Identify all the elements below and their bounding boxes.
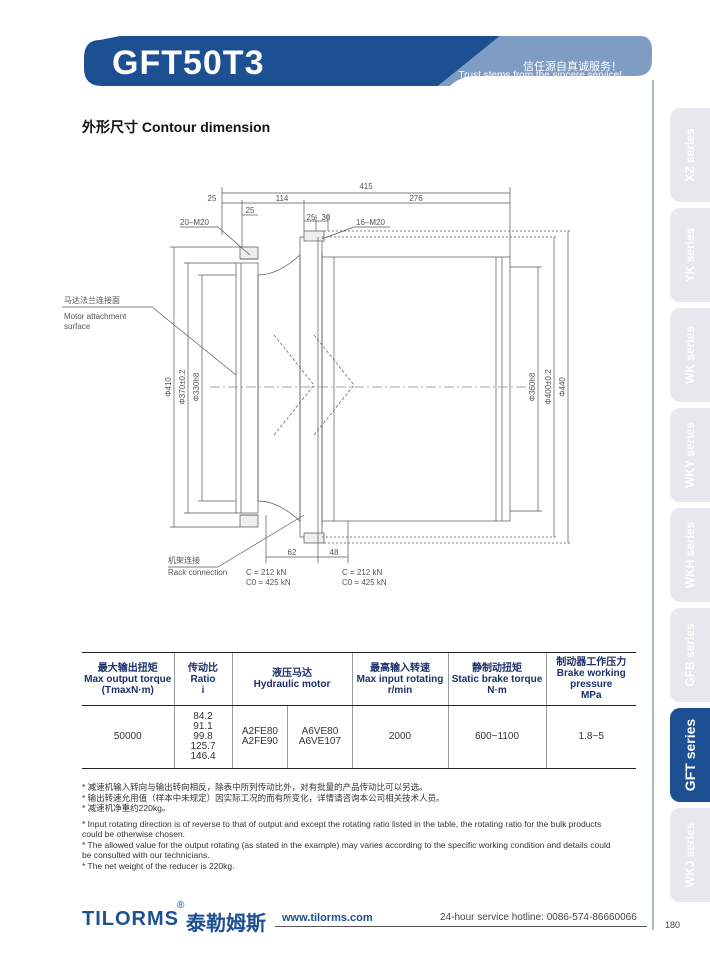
- label-motor-surface-en-1: Motor attachment: [64, 312, 127, 321]
- tab-yk-series[interactable]: YK series: [670, 208, 710, 302]
- header-banner: [84, 36, 652, 86]
- dim-25-rack: 25: [307, 213, 316, 222]
- cell-brake-torque: 600~1100: [447, 705, 546, 769]
- tab-gfb-series[interactable]: GFB series: [670, 608, 710, 702]
- tab-xz-series[interactable]: XZ series: [670, 108, 710, 202]
- website-link[interactable]: www.tilorms.com: [282, 912, 373, 924]
- cell-pressure: 1.8~5: [545, 705, 636, 769]
- dia-400: Φ400±0.2: [544, 369, 553, 405]
- registered-mark: ®: [177, 900, 185, 911]
- label-rack-en: Rack connection: [168, 568, 227, 577]
- note-cn-1: * 减速机输入转向与输出转向相反，除表中所列传动比外，对有批量的产品传动比可以另…: [82, 782, 428, 792]
- notes: * 减速机输入转向与输出转向相反，除表中所列传动比外，对有批量的产品传动比可以另…: [82, 782, 622, 871]
- note-en-5: * The net weight of the reducer is 220kg…: [82, 860, 235, 871]
- cell-speed: 2000: [351, 705, 448, 769]
- dim-114: 114: [276, 194, 289, 203]
- note-en-4: be consulted with our technicians.: [82, 850, 210, 860]
- brand-logo: TILORMS: [82, 908, 179, 930]
- note-cn-2: * 输出转速允用值（样本中未规定）因实际工况的而有所变化，详情请咨询本公司相关技…: [82, 792, 445, 803]
- load-c0-right: C0 = 425 kN: [342, 578, 387, 587]
- header-hydraulic-motor: 液压马达 Hydraulic motor: [231, 652, 352, 706]
- header-static-brake-torque: 静制动扭矩 Static brake torque N·m: [447, 652, 546, 706]
- label-rack-cn: 机架连接: [168, 555, 200, 565]
- tab-gft-series[interactable]: GFT series: [670, 708, 710, 802]
- slogan-chinese: 信任源自真诚服务！: [523, 61, 622, 73]
- page-number: 180: [665, 920, 681, 930]
- header-brake-pressure: 制动器工作压力 Brake working pressure MPa: [545, 652, 636, 706]
- dim-276: 276: [409, 194, 423, 203]
- contour-drawing: 415 25 114 276 25 25 30 20–M20 16–M20 马达…: [60, 175, 620, 595]
- cell-motor-a: A2FE80 A2FE90: [231, 705, 288, 769]
- dim-25-flange: 25: [246, 206, 255, 215]
- dia-410: Φ410: [164, 377, 173, 397]
- footer-divider: [275, 926, 647, 927]
- note-en-1: * Input rotating direction is of reverse…: [82, 818, 602, 829]
- spec-table: 最大输出扭矩 Max output torque (TmaxN·m) 传动比 R…: [82, 652, 636, 769]
- dim-total-length: 415: [359, 182, 373, 191]
- dim-25-left: 25: [208, 194, 217, 203]
- note-cn-3: * 减速机净重约220kg。: [82, 803, 171, 813]
- brand-logo-cn: 泰勒姆斯: [186, 913, 266, 935]
- page-header: GFT50T3 信任源自真诚服务！ Trust stems from the s…: [0, 0, 710, 100]
- dim-48: 48: [330, 548, 339, 557]
- note-en-3: * The allowed value for the output rotat…: [82, 839, 611, 850]
- load-c0-left: C0 = 425 kN: [246, 578, 291, 587]
- cell-torque: 50000: [82, 705, 174, 769]
- label-motor-surface-cn: 马达法兰连接面: [64, 295, 120, 305]
- dia-360: Φ360h8: [528, 372, 537, 401]
- dia-370: Φ370±0.2: [178, 369, 187, 405]
- label-20-m20: 20–M20: [180, 218, 209, 227]
- cell-motor-b: A6VE80 A6VE107: [287, 705, 352, 769]
- header-ratio: 传动比 Ratio i: [173, 652, 232, 706]
- tab-wk-series[interactable]: WK series: [670, 308, 710, 402]
- load-c-right: C = 212 kN: [342, 568, 382, 577]
- section-title: 外形尺寸 Contour dimension: [82, 119, 271, 135]
- side-divider: [652, 80, 654, 930]
- cell-ratios: 84.2 91.1 99.8 125.7 146.4: [173, 705, 232, 769]
- dim-62: 62: [288, 548, 297, 557]
- page-title: GFT50T3: [112, 44, 265, 82]
- load-c-left: C = 212 kN: [246, 568, 286, 577]
- page-footer: TILORMS ® 泰勒姆斯 www.tilorms.com 24-hour s…: [0, 900, 710, 940]
- slogan-english: Trust stems from the sincere service!: [458, 70, 622, 81]
- dia-440: Φ440: [558, 377, 567, 397]
- table-header-row: 最大输出扭矩 Max output torque (TmaxN·m) 传动比 R…: [82, 652, 636, 706]
- tab-wkj-series[interactable]: WKJ series: [670, 808, 710, 902]
- tab-wkh-series[interactable]: WKH series: [670, 508, 710, 602]
- tab-wky-series[interactable]: WKY series: [670, 408, 710, 502]
- label-16-m20: 16–M20: [356, 218, 385, 227]
- table-row: 50000 84.2 91.1 99.8 125.7 146.4 A2FE80 …: [82, 705, 636, 769]
- header-max-torque: 最大输出扭矩 Max output torque (TmaxN·m): [82, 652, 174, 706]
- dia-330: Φ330h8: [192, 372, 201, 401]
- note-en-2: could be otherwise chosen.: [82, 829, 186, 839]
- service-hotline: 24-hour service hotline: 0086-574-866600…: [440, 912, 637, 923]
- header-max-input-speed: 最高输入转速 Max input rotating r/min: [351, 652, 448, 706]
- contour-drawing-svg: 415 25 114 276 25 25 30 20–M20 16–M20 马达…: [62, 182, 572, 587]
- label-motor-surface-en-2: surface: [64, 322, 91, 331]
- dim-30: 30: [322, 213, 331, 222]
